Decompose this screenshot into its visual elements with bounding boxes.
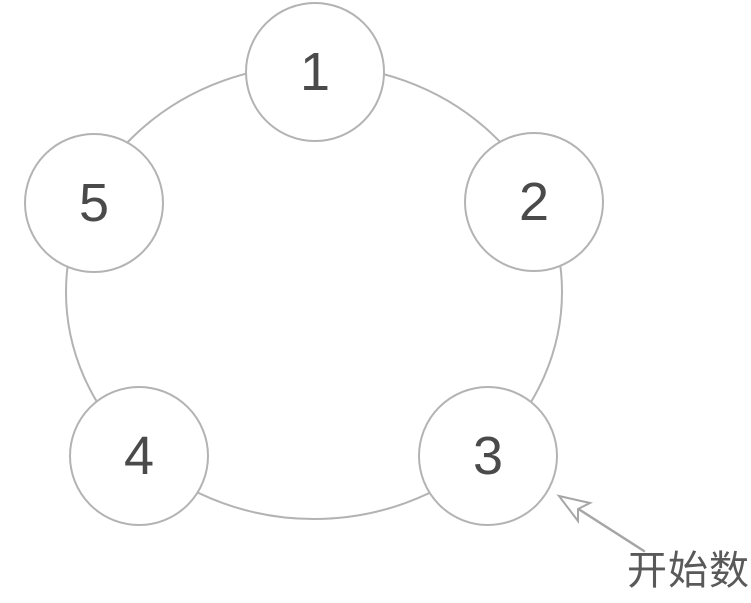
arrow-head-icon [556, 494, 593, 524]
circle-node-5: 5 [24, 133, 164, 273]
arrow-shaft [578, 508, 646, 553]
circle-node-4: 4 [69, 386, 209, 526]
circle-node-1: 1 [245, 2, 385, 142]
circle-node-2: 2 [464, 132, 604, 272]
node-2-label: 2 [518, 172, 550, 232]
node-3-label: 3 [472, 426, 504, 486]
node-1-label: 1 [299, 42, 331, 102]
node-4-label: 4 [123, 426, 155, 486]
start-counting-label: 开始数 [627, 549, 750, 593]
node-5-label: 5 [78, 173, 110, 233]
circle-node-3: 3 [418, 386, 558, 526]
